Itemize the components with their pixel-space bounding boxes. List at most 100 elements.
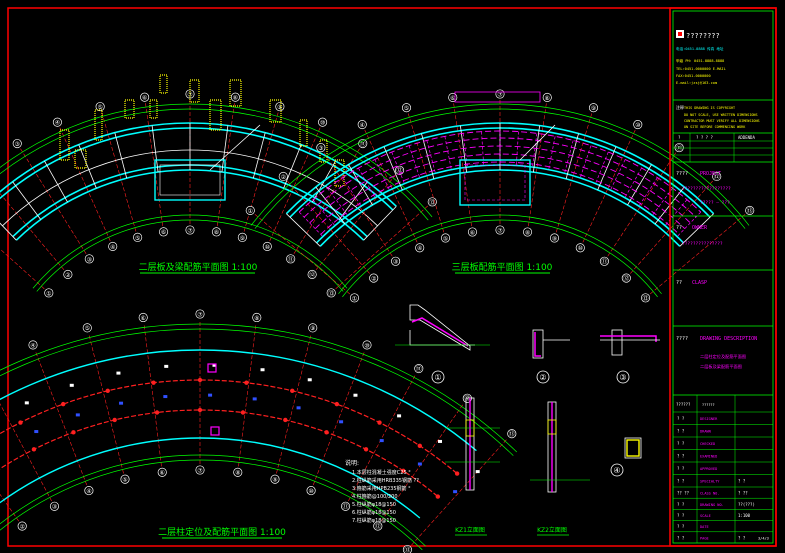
axis-bubble: ⑤ — [440, 233, 451, 243]
signature-row-en: CHECKED — [700, 442, 715, 446]
grid-line — [0, 248, 45, 290]
info-row-value: ? ? — [738, 535, 746, 540]
column-tag — [34, 430, 39, 434]
grid-line — [44, 160, 68, 203]
svg-text:④: ④ — [30, 342, 35, 349]
note-line: DO NOT SCALE, USE WRITTEN DIMENSIONS — [684, 113, 758, 117]
axis-bubble: ⑪ — [414, 363, 424, 374]
svg-text:⑪: ⑪ — [288, 255, 294, 263]
dimension-arc — [0, 323, 518, 453]
dimension-arc — [0, 454, 427, 547]
axis-bubble: ⑧ — [542, 92, 552, 102]
info-row-value: ? ?? — [738, 491, 748, 496]
svg-text:⑬: ⑬ — [429, 198, 435, 206]
grid-line — [639, 176, 659, 206]
axis-bubble: ② — [278, 171, 288, 182]
svg-text:⑧: ⑧ — [235, 470, 240, 477]
column — [283, 417, 288, 423]
dimension-tag — [353, 393, 358, 397]
title-block: ???????? 电话:0451-8888 传真 地址 甲级 PH: 0451-… — [669, 7, 777, 547]
column — [240, 410, 246, 415]
column — [324, 430, 329, 435]
info-row-value: ??(???) — [738, 502, 755, 507]
signature-row-en: APPROVED — [700, 467, 717, 471]
kz1-section-title: KZ1立面图 — [455, 526, 485, 534]
rebar-annotation — [189, 79, 200, 103]
general-notes: 说明: 1.本层柱混凝土强度C25 ° 2.柱纵筋采用HRB335钢筋 ?? 3… — [345, 459, 419, 524]
core-rebar — [464, 164, 526, 201]
dimension-tag — [307, 378, 312, 382]
detail-sections — [395, 304, 660, 493]
project-label-en: PROJECT — [700, 171, 721, 177]
dimension-tag — [260, 368, 265, 372]
axis-bubble: ⑥ — [448, 92, 458, 102]
column-tag — [379, 439, 384, 443]
axis-bubble: ⑪ — [340, 501, 351, 511]
detail-marker-2: ② — [536, 370, 550, 384]
svg-text:⑦: ⑦ — [197, 467, 203, 474]
project-label: ???? — [676, 171, 688, 177]
axis-bubble: ⑩ — [318, 117, 328, 127]
svg-text:⑫: ⑫ — [464, 395, 470, 403]
axis-bubble: ④ — [84, 486, 94, 496]
owner-label-en: OWNER — [692, 225, 708, 231]
dimension-tag — [438, 439, 443, 443]
column — [290, 388, 295, 393]
signature-row-en: DRAWN — [700, 430, 711, 434]
grid-line — [312, 198, 335, 226]
svg-text:⑪: ⑪ — [416, 365, 422, 373]
grid-line — [481, 130, 484, 165]
grid-line — [548, 135, 556, 169]
axis-bubble: ① — [349, 293, 360, 303]
column-tag — [296, 406, 301, 410]
axis-bubble: ⑬ — [326, 288, 336, 298]
svg-text:⑦: ⑦ — [497, 227, 503, 234]
rebar-annotation — [124, 99, 135, 119]
company-name: ???????? — [686, 32, 720, 40]
svg-text:④: ④ — [613, 466, 620, 475]
axis-bubble: ⑥ — [159, 227, 169, 237]
grid-line — [444, 135, 452, 169]
svg-text:④: ④ — [55, 120, 60, 127]
svg-text:⑤: ⑤ — [404, 105, 409, 112]
svg-text:④: ④ — [360, 122, 365, 129]
svg-text:③: ③ — [318, 145, 323, 152]
dimension-arc — [254, 108, 746, 229]
description-line: 二层柱定位及配筋平面图 — [700, 353, 746, 360]
company-line: 电话:0451-8888 传真 地址 — [676, 46, 724, 51]
grid-line — [283, 144, 302, 189]
axis-bubble: ④ — [415, 243, 425, 253]
column — [417, 443, 423, 449]
column — [154, 410, 160, 415]
description-label-en: DRAWING DESCRIPTION — [700, 336, 757, 342]
axis-bubble: ⑬ — [640, 293, 651, 303]
company-line: FAX:0451-0000000 — [676, 74, 711, 78]
axis-bubble: ⑩ — [575, 243, 585, 253]
axis-bubble: ⑦ — [495, 225, 505, 235]
grid-line — [114, 132, 128, 179]
svg-text:⑬: ⑬ — [747, 207, 753, 215]
highlighted-column — [210, 426, 220, 436]
axis-bubble: ⑪ — [674, 143, 684, 153]
column — [377, 420, 382, 425]
signature-row-label: ? ? — [677, 454, 685, 459]
grid-line — [374, 158, 390, 190]
column — [197, 377, 203, 383]
stamp-label: ?? — [676, 280, 682, 286]
column — [197, 407, 203, 413]
svg-text:④: ④ — [110, 244, 115, 251]
rebar-annotation — [59, 129, 70, 161]
info-row-label: ? ? — [677, 513, 685, 518]
column-tag — [208, 393, 213, 397]
column-tag — [453, 490, 458, 494]
svg-text:⑨: ⑨ — [552, 235, 557, 242]
svg-text:②: ② — [19, 523, 25, 530]
beam-section — [532, 329, 544, 359]
note-line: 7.柱纵筋φ18@150 — [352, 517, 396, 524]
grid-line — [0, 403, 52, 502]
dimension-arc — [250, 103, 750, 226]
svg-text:⑥: ⑥ — [450, 95, 455, 102]
svg-text:⑩: ⑩ — [265, 244, 270, 251]
